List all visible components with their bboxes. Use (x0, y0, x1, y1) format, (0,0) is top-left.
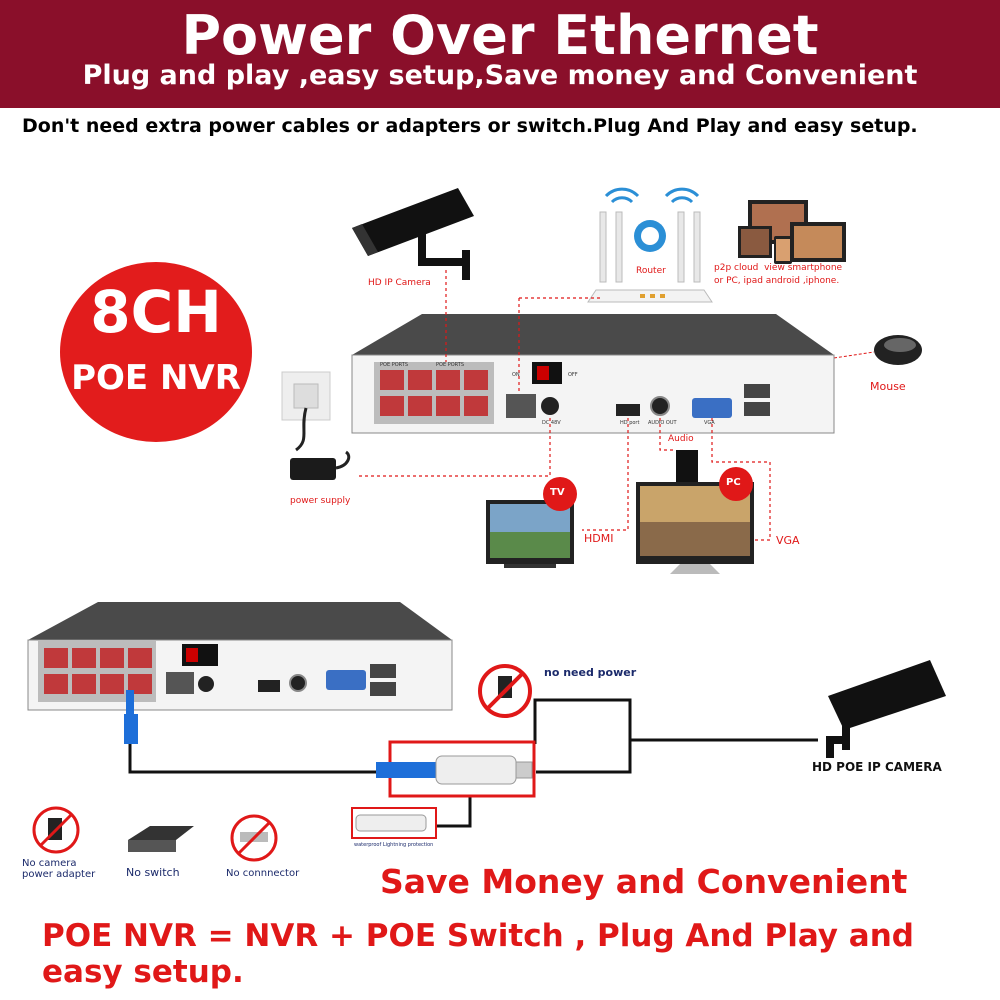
poe-camera-icon (826, 660, 946, 758)
poe-camera-label: HD POE IP CAMERA (812, 760, 942, 774)
tv-icon (486, 477, 577, 568)
no-power-label: no need power (544, 666, 637, 679)
slogan-text: Save Money and Convenient (380, 862, 908, 901)
no-connector-label: No connnector (226, 868, 300, 879)
pc-monitor-icon (636, 467, 754, 574)
intro-text: Don't need extra power cables or adapter… (22, 115, 918, 137)
badge-product-name: POE NVR (71, 358, 241, 398)
lightning-protection-box (351, 807, 437, 839)
no-switch-label: No switch (126, 866, 180, 879)
ip-camera-icon (352, 188, 474, 280)
power-supply-icon (281, 371, 351, 480)
poe-cable-lines (128, 698, 818, 828)
vga-label: VGA (776, 534, 800, 547)
header-banner (0, 0, 1000, 108)
top-connection-lines (356, 270, 771, 541)
no-adapter-icon (32, 806, 80, 854)
poe-ports-top (380, 370, 488, 416)
power-supply-label: power supply (290, 496, 351, 506)
tv-badge: TV (550, 487, 565, 498)
badge-channel-count: 8CH (90, 278, 222, 346)
smart-devices-icon (738, 200, 846, 264)
switch-icon (128, 826, 194, 852)
nvr-device-top (351, 314, 835, 434)
no-adapter-label: No camera power adapter (22, 858, 96, 880)
waterproof-label: waterproof Lightning protection (354, 842, 434, 848)
no-connector-icon (230, 814, 278, 862)
page-subtitle: Plug and play ,easy setup,Save money and… (82, 60, 918, 91)
hdmi-label: HDMI (584, 532, 614, 545)
hd-port-label: HD port (620, 420, 640, 426)
speaker-icon (676, 450, 698, 482)
dc-label: DC 48V (542, 420, 561, 426)
vga-port-label: VGA (704, 420, 715, 426)
router-icon (587, 187, 713, 303)
audio-label: Audio (668, 434, 694, 444)
mouse-icon (833, 335, 922, 365)
pc-badge: PC (726, 477, 741, 488)
page-title: Power Over Ethernet (181, 4, 819, 67)
poe-ports-label-2: POE PORTS (436, 362, 464, 368)
no-power-icon (478, 664, 532, 718)
power-on-label: ON (512, 372, 520, 378)
nvr-device-bottom (27, 602, 453, 711)
mouse-label: Mouse (870, 380, 906, 393)
waterproof-connector-icon (376, 755, 533, 785)
camera-label: HD IP Camera (368, 278, 431, 288)
cloud-label: p2p cloud view smartphone or PC, ipad an… (714, 263, 843, 286)
power-off-label: OFF (568, 372, 578, 378)
channel-badge (60, 262, 252, 442)
router-label: Router (636, 266, 666, 276)
poe-ports-label: POE PORTS (380, 362, 408, 368)
equation-text: POE NVR = NVR + POE Switch , Plug And Pl… (42, 918, 914, 990)
audio-out-label: AUDIO OUT (648, 420, 677, 426)
